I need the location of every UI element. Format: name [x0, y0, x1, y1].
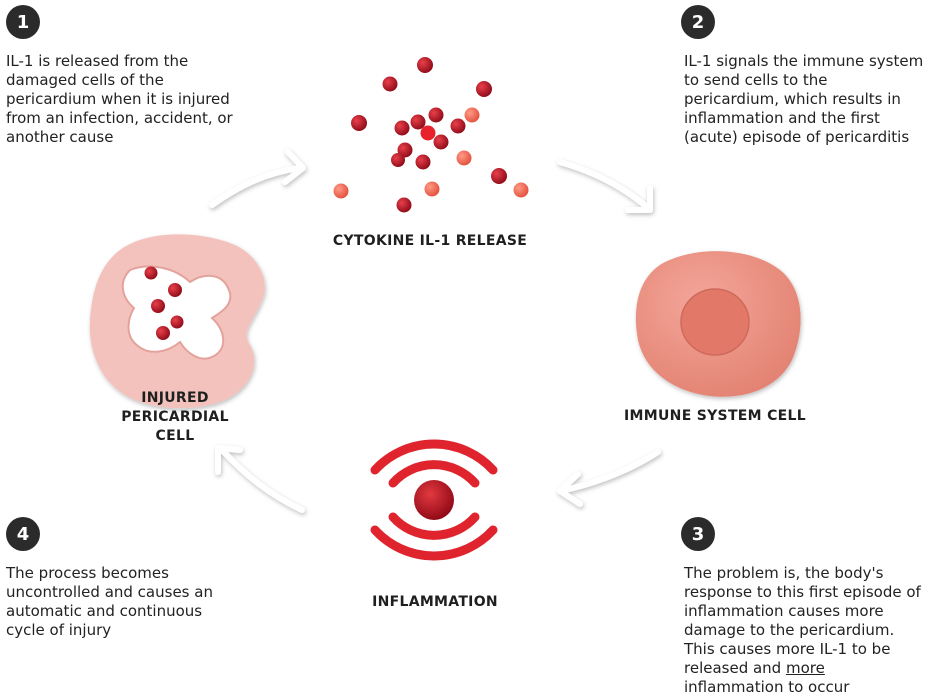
cycle-arrows	[209, 149, 661, 513]
cytokine-dot	[394, 120, 410, 136]
cytokine-dot	[456, 150, 472, 166]
cytokine-dot	[476, 81, 492, 97]
cytokine-dot	[428, 107, 444, 123]
step-3-text: The problem is, the body's response to t…	[684, 564, 930, 697]
arrow-to-cytokine-icon	[209, 149, 306, 208]
step-4-badge: 4	[6, 517, 40, 551]
cytokine-dot	[391, 153, 405, 167]
inflammation-icon	[370, 439, 498, 561]
inflammation-label: INFLAMMATION	[372, 594, 498, 610]
arrow-to-immune-icon	[557, 159, 653, 213]
cytokine-dot	[424, 181, 440, 197]
step-3-text-emphasis: more	[785, 659, 825, 677]
cytokine-dot	[415, 154, 431, 170]
cytokine-dot	[491, 168, 507, 184]
cytokine-dot	[333, 183, 349, 199]
step-3-badge: 3	[681, 517, 715, 551]
cytokine-dot	[513, 182, 529, 198]
cytokine-dot	[382, 76, 398, 92]
step-1-badge: 1	[6, 5, 40, 39]
injured-cell-dot	[170, 315, 184, 329]
step-1-text: IL-1 is released from the damaged cells …	[6, 52, 233, 146]
injured-cell-dot	[168, 283, 182, 297]
step-2-badge: 2	[681, 5, 715, 39]
cytokine-dot	[397, 142, 413, 158]
cytokine-dot	[420, 125, 436, 141]
injured-cell-dot	[156, 326, 170, 340]
immune-cell-label: IMMUNE SYSTEM CELL	[624, 408, 806, 424]
cytokine-dot	[464, 107, 480, 123]
cytokine-dot	[417, 57, 433, 73]
cytokine-dot	[410, 114, 426, 130]
step-2-text: IL-1 signals the immune system to send c…	[684, 52, 924, 146]
cytokine-dot	[351, 115, 367, 131]
step-4-text: The process becomes uncontrolled and cau…	[6, 564, 213, 639]
arrow-to-injured-cell-icon	[215, 445, 305, 513]
cytokine-dot	[433, 134, 449, 150]
cytokine-label: CYTOKINE IL-1 RELEASE	[332, 233, 528, 249]
step-3-text-before: The problem is, the body's response to t…	[684, 564, 921, 677]
injured-pericardial-cell	[89, 234, 265, 409]
cytokine-particles	[333, 57, 529, 213]
injured-cell-dot	[144, 266, 158, 280]
cytokine-dot	[396, 197, 412, 213]
arrow-to-inflammation-icon	[557, 449, 661, 507]
step-3-text-after: inflammation to occur	[684, 678, 850, 696]
immune-system-cell	[635, 251, 801, 397]
injured-cell-label: INJURED PERICARDIAL CELL	[121, 390, 229, 444]
injured-cell-dot	[151, 299, 165, 313]
cytokine-dot	[450, 118, 466, 134]
